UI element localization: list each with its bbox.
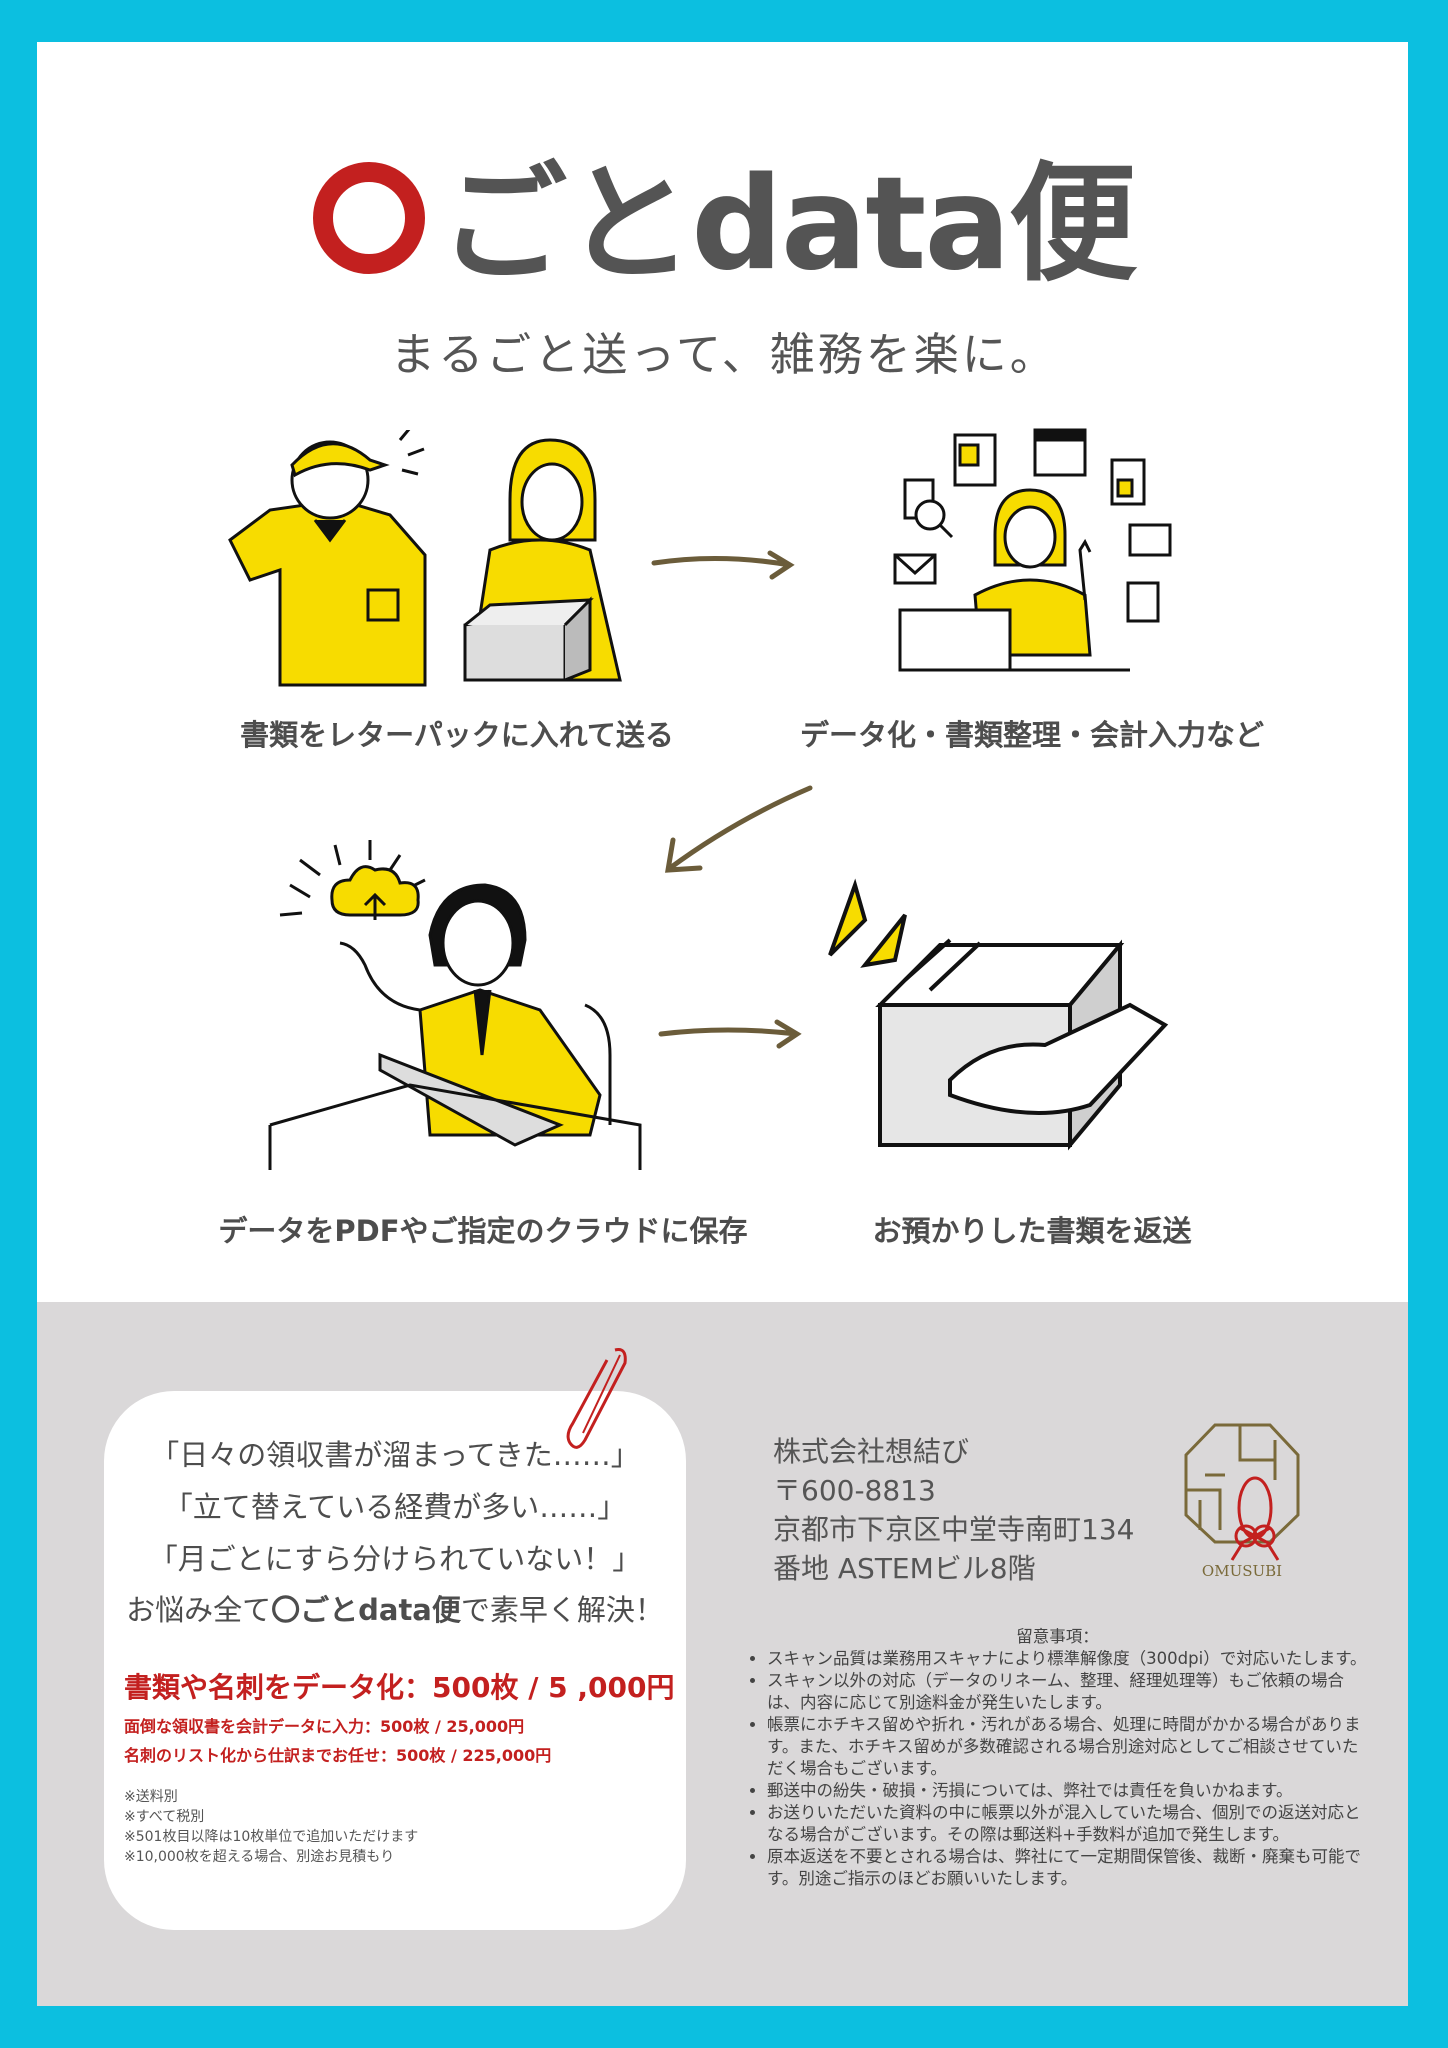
page-title: ごとdata便 <box>0 150 1448 300</box>
notes-section: 留意事項： スキャン品質は業務用スキャナにより標準解像度（300dpi）で対応い… <box>745 1626 1370 1890</box>
arrow-right-icon <box>658 1019 802 1049</box>
arrow-right-icon <box>651 550 795 580</box>
footnote: ※送料別 <box>124 1789 178 1805</box>
price-receipts: 面倒な領収書を会計データに入力：500枚 / 25,000円 <box>124 1717 525 1736</box>
step-caption: お預かりした書類を返送 <box>872 1214 1192 1248</box>
note-item: スキャン品質は業務用スキャナにより標準解像度（300dpi）で対応いたします。 <box>767 1648 1370 1670</box>
title-text: ごとdata便 <box>439 150 1137 299</box>
main-panel <box>37 42 1408 1302</box>
note-item: スキャン以外の対応（データのリネーム、整理、経理処理等）もご依頼の場合は、内容に… <box>767 1670 1370 1714</box>
company-info: 株式会社想結び 〒600-8813 京都市下京区中堂寺南町134 番地 ASTE… <box>773 1432 1134 1588</box>
note-item: 郵送中の紛失・破損・汚損については、弊社では責任を負いかねます。 <box>767 1780 1370 1802</box>
footnote: ※すべて税別 <box>124 1809 205 1825</box>
solution-suffix: で素早く解決！ <box>460 1593 664 1627</box>
price-cards: 名刺のリスト化から仕訳までお任せ：500枚 / 225,000円 <box>124 1746 552 1765</box>
data-processing-illustration <box>893 428 1172 672</box>
omusubi-logo: OMUSUBI <box>1184 1423 1300 1580</box>
footnote: ※501枚目以降は10枚単位で追加いただけます <box>124 1829 419 1845</box>
worry-line: 「月ごとにすら分けられていない！」 <box>148 1542 642 1576</box>
red-circle-icon <box>313 162 426 274</box>
pricing-card: 「日々の領収書が溜まってきた……」 「立て替えている経費が多い……」 「月ごとに… <box>104 1391 686 1930</box>
solution-brand: 〇ごとdata便 <box>271 1593 461 1627</box>
address-line: 京都市下京区中堂寺南町134 <box>773 1513 1135 1546</box>
return-box-illustration <box>828 878 1169 1151</box>
price-main: 書類や名刺をデータ化：500枚 / 5 ,000円 <box>124 1671 675 1704</box>
logo-text: OMUSUBI <box>1202 1562 1282 1580</box>
worry-line: 「立て替えている経費が多い……」 <box>163 1490 627 1524</box>
solution-line: お悩み全て〇ごとdata便で素早く解決！ <box>104 1587 686 1629</box>
footnotes: ※送料別 ※すべて税別 ※501枚目以降は10枚単位で追加いただけます ※10,… <box>124 1787 418 1867</box>
postal-code: 〒600-8813 <box>773 1474 936 1507</box>
note-item: お送りいただいた資料の中に帳票以外が混入していた場合、個別での返送対応となる場合… <box>767 1802 1370 1846</box>
footnote: ※10,000枚を超える場合、別途お見積もり <box>124 1849 395 1865</box>
worry-line: 「日々の領収書が溜まってきた……」 <box>150 1438 640 1472</box>
delivery-people-illustration <box>228 430 622 687</box>
note-item: 原本返送を不要とされる場合は、弊社にて一定期間保管後、裁断・廃棄も可能です。別途… <box>767 1846 1370 1890</box>
company-name: 株式会社想結び <box>773 1435 970 1468</box>
cloud-storage-illustration <box>268 840 642 1170</box>
solution-prefix: お悩み全て <box>126 1593 272 1627</box>
paperclip-icon <box>566 1348 627 1449</box>
step-caption: データ化・書類整理・会計入力など <box>799 718 1264 752</box>
step-caption: データをPDFやご指定のクラウドに保存 <box>218 1214 748 1248</box>
note-item: 帳票にホチキス留めや折れ・汚れがある場合、処理に時間がかかる場合があります。また… <box>767 1714 1370 1780</box>
step-caption: 書類をレターパックに入れて送る <box>240 718 674 752</box>
arrow-down-left-icon <box>665 785 813 873</box>
subtitle: まるごと送って、雑務を楽に。 <box>390 328 1058 381</box>
notes-title: 留意事項： <box>1016 1627 1099 1646</box>
address-line: 番地 ASTEMビル8階 <box>773 1552 1036 1585</box>
